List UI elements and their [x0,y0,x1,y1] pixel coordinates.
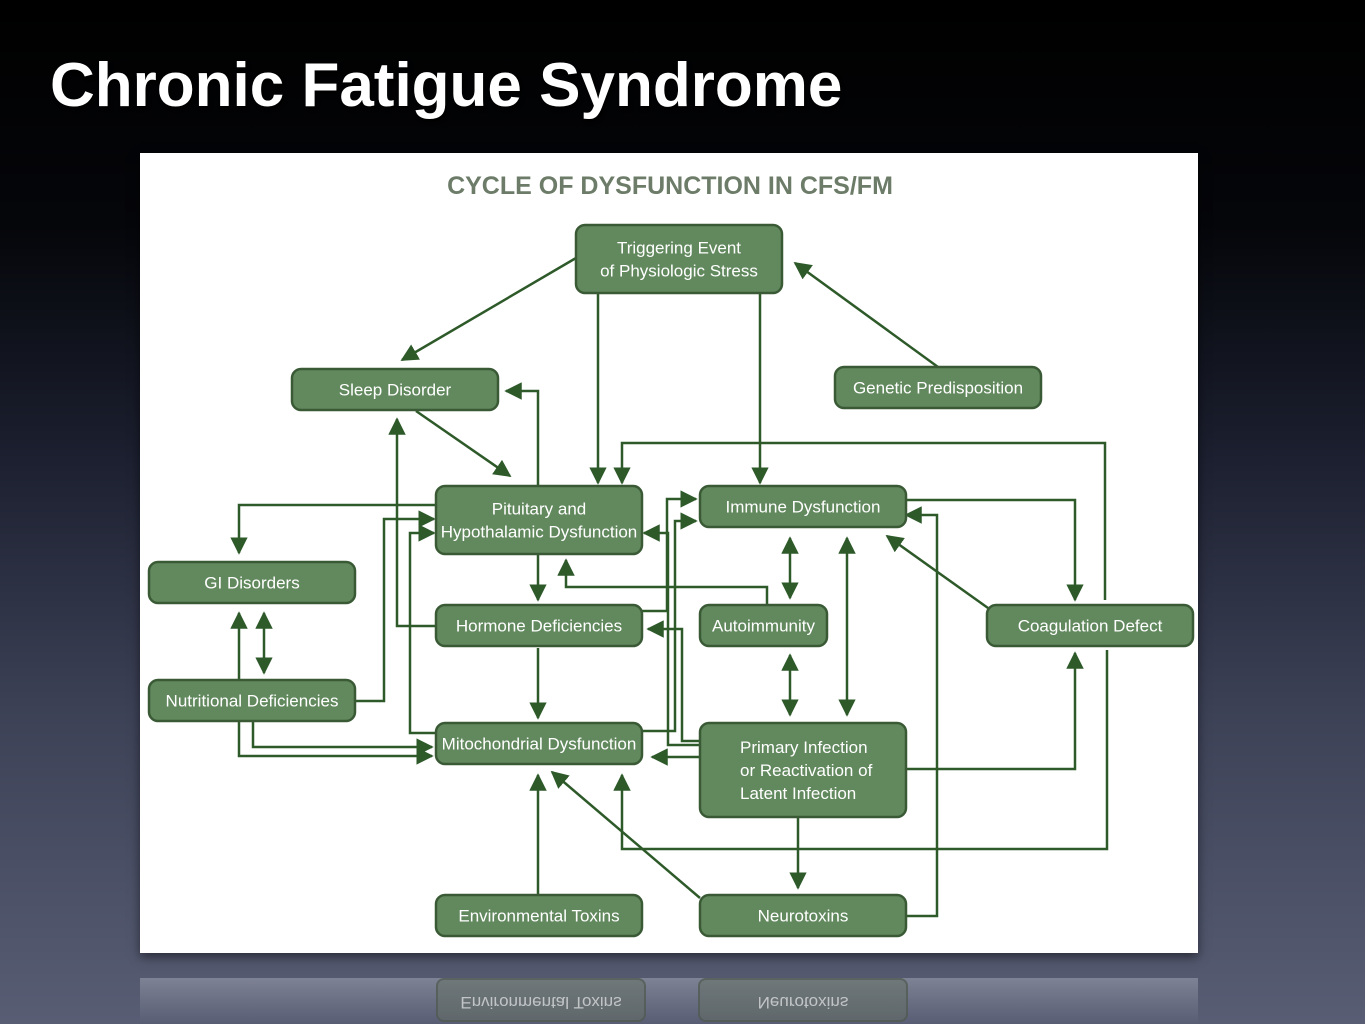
node-box [434,721,644,766]
node-box [985,603,1195,648]
node-box [574,223,784,295]
arrow-trigger-to-sleep [400,256,577,362]
node-box [698,484,908,529]
arrow-neuro-to-immune [904,506,939,918]
node-label: Immune Dysfunction [726,498,881,517]
arrow-pituitary-to-sleep [504,382,540,486]
node-environmental-toxins: Environmental Toxins [434,893,644,938]
node-mitochondrial-dysfunction: Mitochondrial Dysfunction [434,721,644,766]
node-label: Latent Infection [740,784,856,803]
node-nutritional-deficiencies: Nutritional Deficiencies [147,678,357,723]
node-primary-infection: Primary Infection or Reactivation of Laten… [698,721,908,819]
node-label: Environmental Toxins [458,907,619,926]
node-label: GI Disorders [204,574,299,593]
node-label: Autoimmunity [712,617,815,636]
arrow-nutrition-to-mito-1 [251,720,434,756]
node-immune-dysfunction: Immune Dysfunction [698,484,908,529]
node-label: Hormone Deficiencies [456,617,622,636]
arrow-neuro-to-mito [550,770,701,899]
arrow-genetic-to-trigger [793,261,939,369]
arrow-mito-to-immune [640,512,698,733]
node-box [434,603,644,648]
diagram-nodes: Triggering Event of Physiologic StressSle… [147,223,1195,938]
arrow-nutrition-to-pituitary [356,510,436,703]
node-box [833,365,1043,410]
node-label: Triggering Event [617,239,741,258]
node-label: Neurotoxins [758,907,849,926]
arrow-coag-to-mito [613,650,1109,851]
node-box [290,367,500,412]
arrow-mito-to-pituitary [408,524,436,735]
node-triggering-event: Triggering Event of Physiologic Stress [574,223,784,295]
node-box [434,484,644,556]
node-sleep-disorder: Sleep Disorder [290,367,500,412]
node-coagulation-defect: Coagulation Defect [985,603,1195,648]
panel-reflection: Environmental Toxins Neurotoxins [140,978,1198,1024]
node-gi-disorders: GI Disorders [147,560,357,605]
arrow-hormone-to-sleep [388,417,436,628]
node-autoimmunity: Autoimmunity [698,603,829,648]
diagram-arrows [230,256,1109,918]
cfs-cycle-diagram: CYCLE OF DYSFUNCTION IN CFS/FM [147,172,1195,938]
node-label: Genetic Predisposition [853,379,1023,398]
node-box [698,721,908,819]
arrow-pituitary-to-gi [230,503,436,555]
node-label: Sleep Disorder [339,381,452,400]
node-label: or Reactivation of [740,761,873,780]
diagram-panel: CYCLE OF DYSFUNCTION IN CFS/FM [140,153,1198,953]
arrow-primary-to-coag [905,651,1084,771]
node-label: Primary Infection [740,738,868,757]
slide-title: Chronic Fatigue Syndrome [50,51,843,120]
node-label: Mitochondrial Dysfunction [442,735,637,754]
node-box [698,603,829,648]
arrow-primary-to-pituitary [642,524,700,747]
node-box [698,893,908,938]
reflection-neurotoxins: Neurotoxins [698,978,908,1022]
node-label: Pituitary and [492,500,587,519]
arrow-immune-to-coag [905,498,1084,602]
node-label: Nutritional Deficiencies [166,692,339,711]
reflection-environmental-toxins: Environmental Toxins [436,978,646,1022]
node-label: Hypothalamic Dysfunction [441,523,638,542]
diagram-title: CYCLE OF DYSFUNCTION IN CFS/FM [447,172,893,200]
node-hormone-deficiencies: Hormone Deficiencies [434,603,644,648]
node-box [147,678,357,723]
node-genetic-predisposition: Genetic Predisposition [833,365,1043,410]
arrow-sleep-to-pituitary [415,409,512,478]
node-label: Coagulation Defect [1018,617,1163,636]
node-neurotoxins: Neurotoxins [698,893,908,938]
node-box [434,893,644,938]
node-box [147,560,357,605]
arrow-nutrition-to-mito-2 [237,720,434,765]
arrow-coag-to-pituitary [613,441,1107,600]
arrow-primary-to-hormone [646,620,700,743]
node-label: of Physiologic Stress [600,262,758,281]
